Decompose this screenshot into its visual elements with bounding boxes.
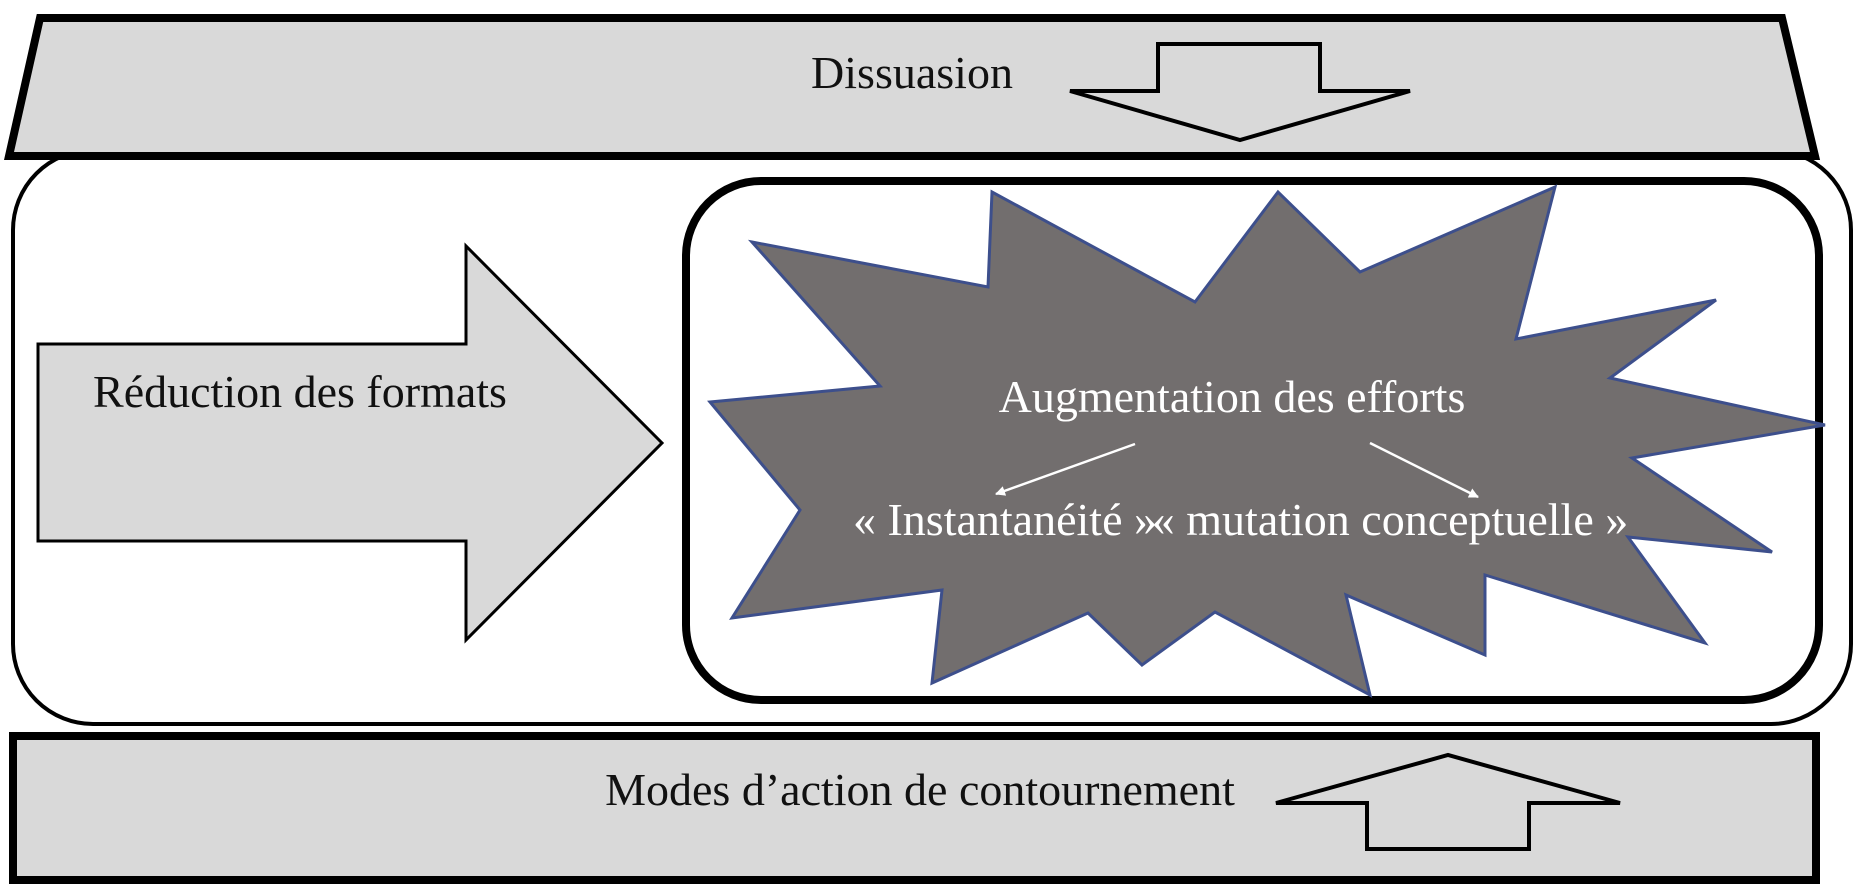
right-pointer-arrow [1369,441,1479,499]
right-arrow-shape [36,242,665,644]
effort-burst-shape [707,184,1826,698]
instantaneite-label: « Instantanéité » [853,494,1157,545]
burst-title: Augmentation des efforts [999,371,1466,422]
dissuasion-label: Dissuasion [811,47,1013,98]
mutation-conceptuelle-label: « mutation conceptuelle » [1152,494,1628,545]
down-arrow-icon [1069,42,1411,143]
dissuasion-band [4,14,1821,160]
left-pointer-arrow [995,442,1136,496]
up-arrow-icon [1275,752,1621,851]
contournement-label: Modes d’action de contournement [605,764,1235,815]
reduction-label: Réduction des formats [93,366,507,417]
